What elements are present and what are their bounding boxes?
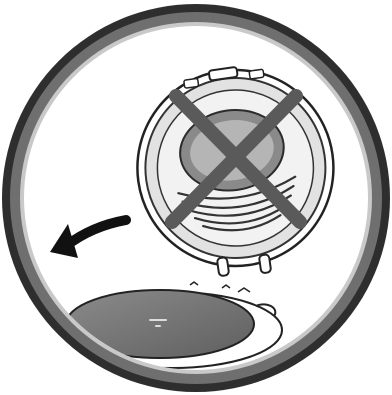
illustration-svg — [0, 0, 392, 395]
instruction-illustration — [0, 0, 392, 395]
